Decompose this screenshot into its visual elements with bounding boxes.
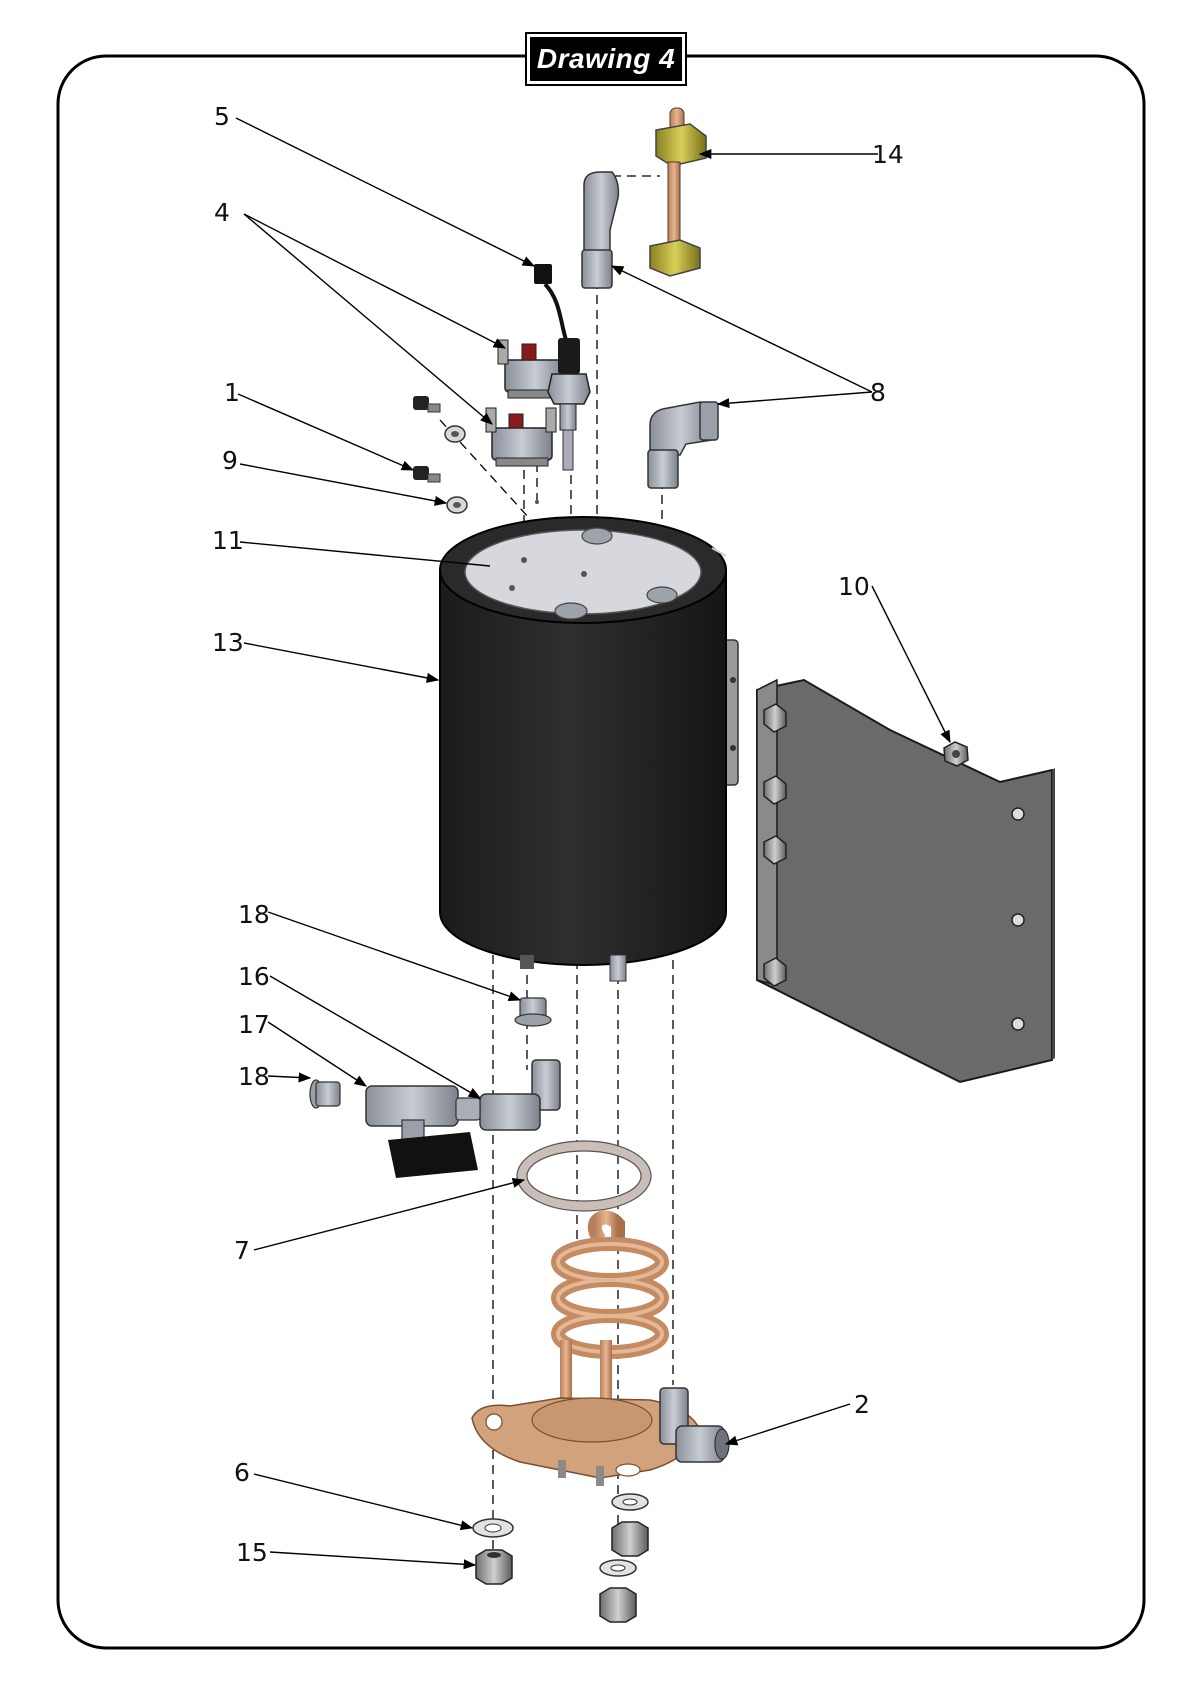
callout-18-left: 18 bbox=[238, 1062, 270, 1091]
drawing-title: Drawing 4 bbox=[536, 43, 676, 74]
callout-17: 17 bbox=[238, 1010, 270, 1039]
boiler-tank bbox=[439, 500, 727, 982]
elbow-16 bbox=[479, 1059, 561, 1131]
screw-lower bbox=[413, 466, 441, 483]
elbow-2 bbox=[659, 1387, 730, 1463]
leader-lines bbox=[235, 117, 951, 1570]
callout-16: 16 bbox=[238, 962, 270, 991]
mounting-bracket bbox=[756, 678, 1055, 1084]
callout-5: 5 bbox=[214, 102, 230, 131]
callout-8: 8 bbox=[870, 378, 886, 407]
nut-15-left bbox=[475, 1549, 513, 1585]
callout-11: 11 bbox=[212, 526, 244, 555]
drawing-title-box: Drawing 4 bbox=[527, 34, 685, 84]
callout-18-top: 18 bbox=[238, 900, 270, 929]
thermostat-lower bbox=[485, 407, 557, 467]
spacer-left-18 bbox=[309, 1079, 341, 1109]
heating-element bbox=[471, 1210, 701, 1486]
elbow-fitting-lower bbox=[647, 401, 719, 489]
washer-right-lower bbox=[599, 1559, 637, 1577]
washer-right-upper bbox=[611, 1493, 649, 1511]
ball-valve-17 bbox=[365, 1085, 481, 1178]
callout-2: 2 bbox=[854, 1390, 870, 1419]
nut-right-upper bbox=[611, 1521, 649, 1557]
spacer-top-18 bbox=[514, 997, 552, 1027]
callout-1: 1 bbox=[224, 378, 240, 407]
callout-10: 10 bbox=[838, 572, 870, 601]
o-ring-7 bbox=[517, 1141, 651, 1211]
callout-6: 6 bbox=[234, 1458, 250, 1487]
screw-upper bbox=[413, 396, 441, 413]
washer-6-left bbox=[472, 1518, 514, 1538]
callout-4: 4 bbox=[214, 198, 230, 227]
nut-right-lower bbox=[599, 1587, 637, 1623]
elbow-fitting-upper bbox=[581, 171, 620, 289]
callout-14: 14 bbox=[872, 140, 904, 169]
level-probe bbox=[534, 264, 591, 471]
callout-9: 9 bbox=[222, 446, 238, 475]
callout-13: 13 bbox=[212, 628, 244, 657]
callout-15: 15 bbox=[236, 1538, 268, 1567]
nut-10 bbox=[943, 741, 969, 767]
brass-valve bbox=[649, 107, 707, 277]
callout-7: 7 bbox=[234, 1236, 250, 1265]
